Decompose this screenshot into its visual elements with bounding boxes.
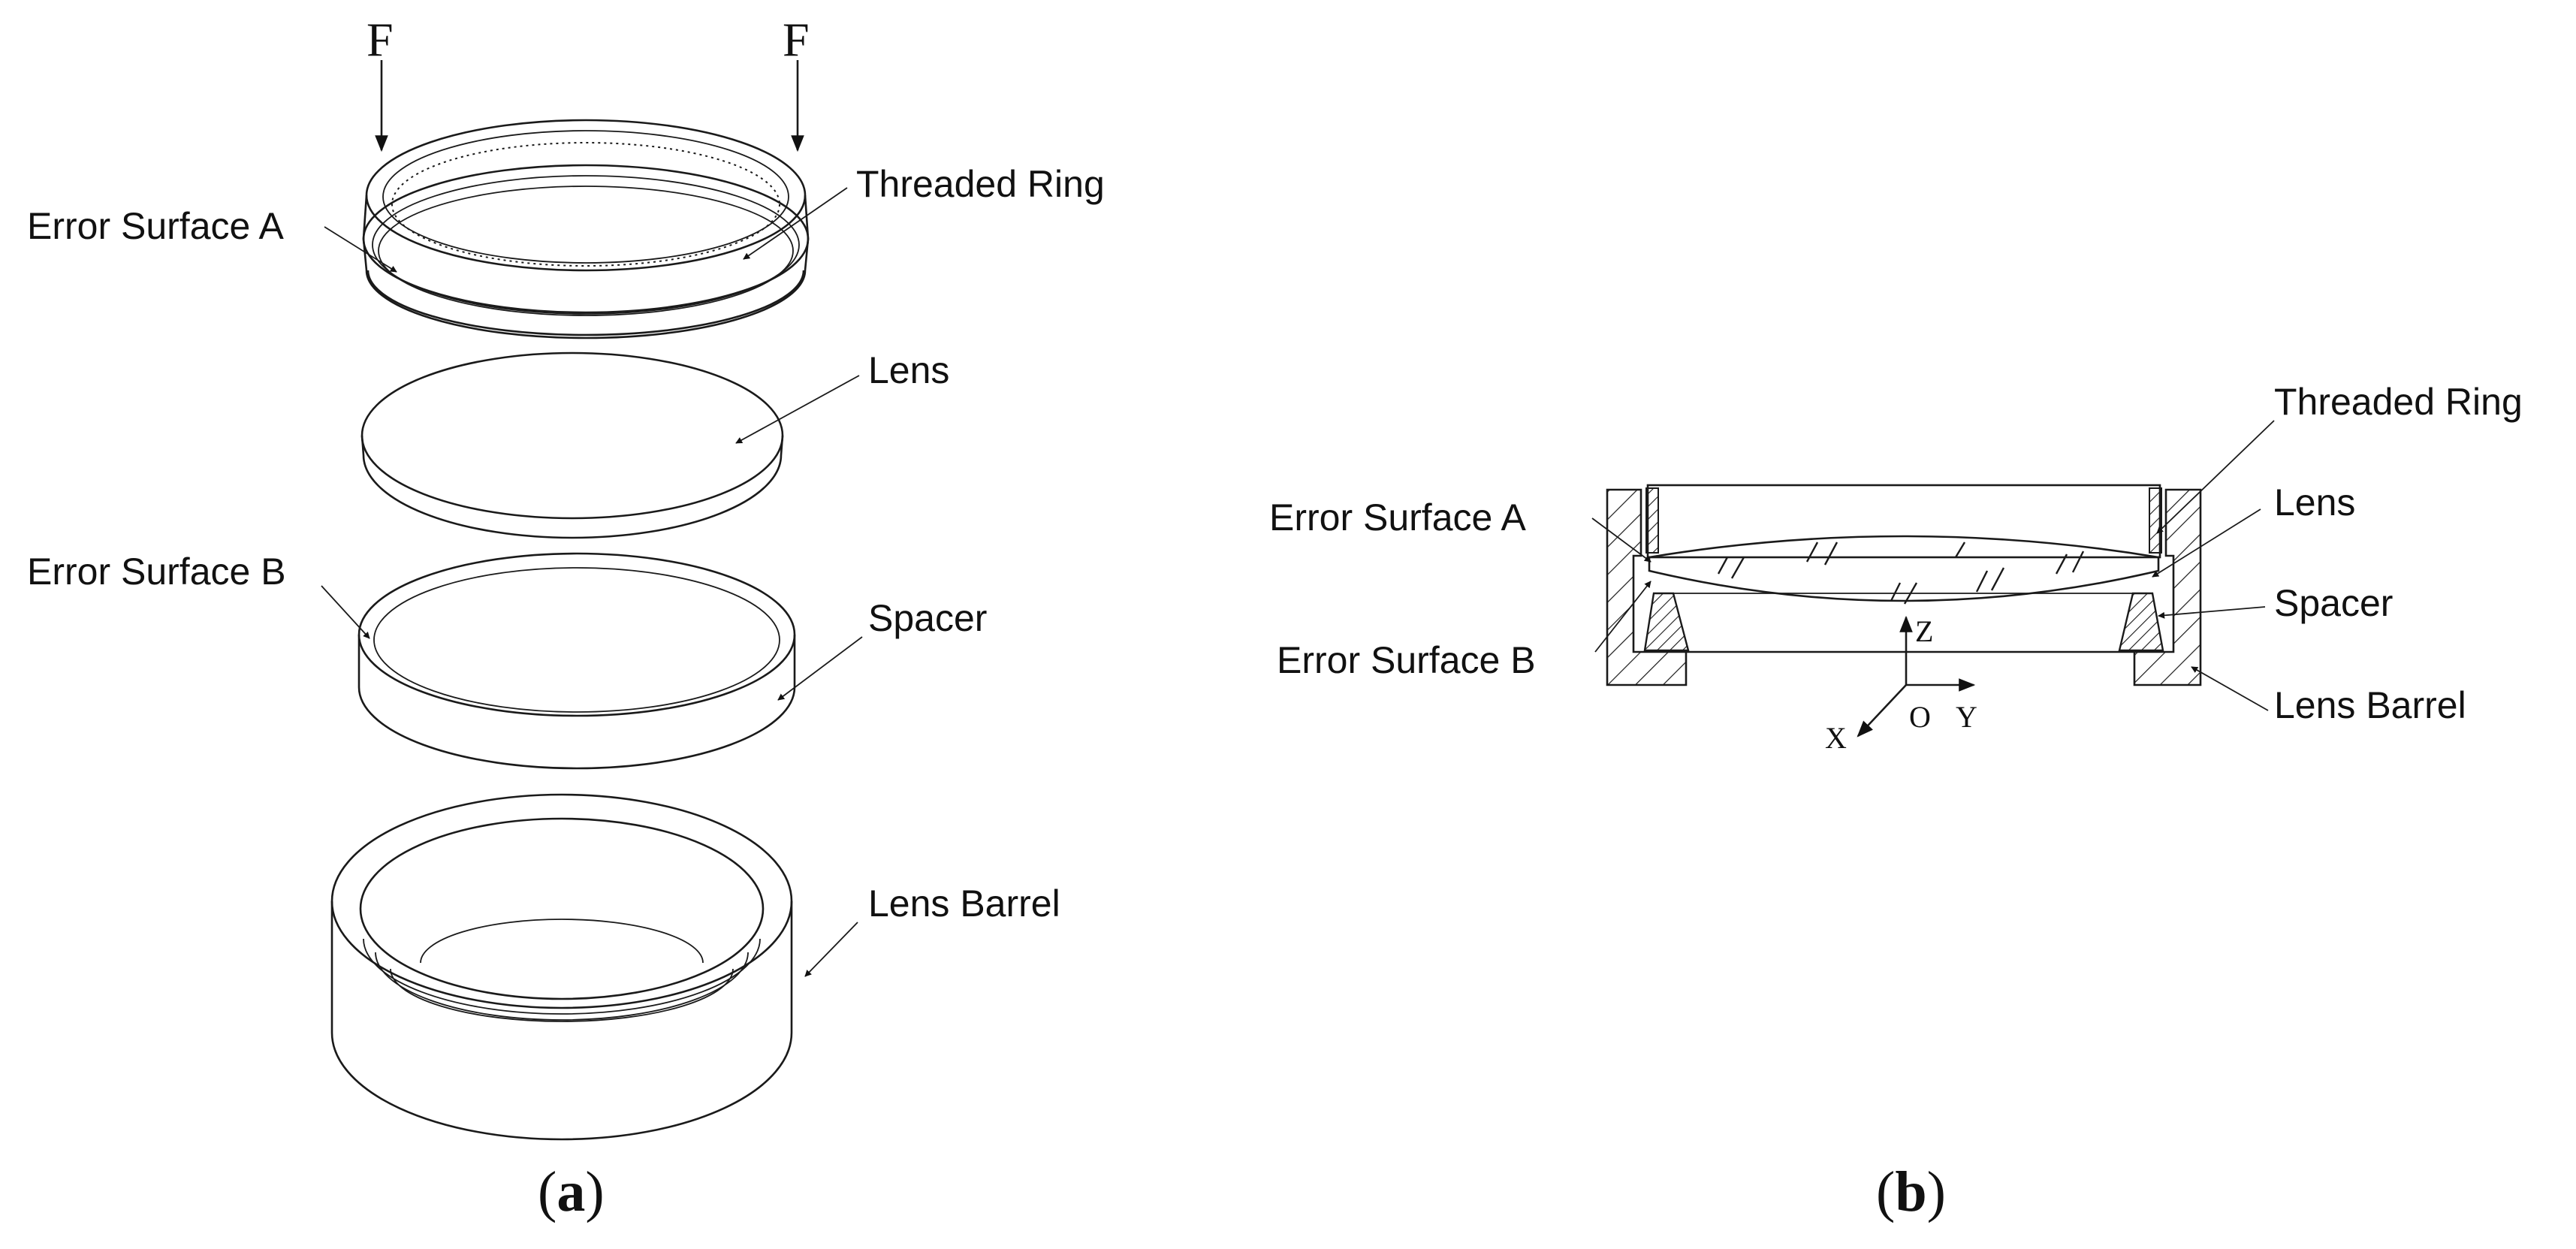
leader-b-error-surface-a (1591, 517, 1651, 563)
leader-lens (735, 375, 860, 444)
label-b-error-surface-a: Error Surface A (1269, 496, 1526, 539)
axis-x-label: X (1825, 721, 1847, 755)
label-b-lens: Lens (2274, 481, 2355, 523)
spacer-drawing (357, 552, 796, 770)
label-b-error-surface-b: Error Surface B (1277, 639, 1536, 681)
leader-b-lens-barrel (2191, 666, 2269, 711)
label-lens-barrel: Lens Barrel (868, 882, 1060, 925)
force-label-left: F (366, 13, 394, 66)
threaded-ring-right-edge (2149, 487, 2162, 554)
leader-b-threaded-ring (2156, 420, 2275, 534)
force-label-right: F (783, 13, 810, 66)
leader-error-surface-a (324, 226, 397, 273)
threaded-ring-left-edge (1645, 487, 1659, 554)
barrel-wall-left (1606, 488, 1688, 686)
leader-b-error-surface-b (1594, 581, 1651, 653)
axis-origin-label: O (1909, 700, 1931, 734)
threaded-ring-drawing (362, 119, 810, 339)
axis-y-label: Y (1956, 700, 1977, 734)
leader-threaded-ring (743, 187, 848, 260)
label-threaded-ring: Threaded Ring (856, 163, 1105, 205)
label-spacer: Spacer (868, 597, 987, 639)
label-b-lens-barrel: Lens Barrel (2274, 684, 2466, 726)
axis-z-label: Z (1915, 614, 1933, 648)
leader-spacer (777, 636, 863, 701)
axis-x (1857, 684, 1907, 738)
leader-b-lens (2152, 508, 2261, 578)
panel-b-cross-section: Z X O Y Threaded Ring Error Surface A Le… (1269, 381, 2523, 1223)
label-b-threaded-ring: Threaded Ring (2274, 381, 2523, 423)
lens-glass-hatch (1717, 542, 2085, 605)
label-error-surface-a: Error Surface A (27, 205, 284, 247)
spacer-right-section (2118, 592, 2164, 652)
caption-b: (b) (1876, 1160, 1946, 1223)
leader-b-spacer (2158, 606, 2266, 619)
panel-a-exploded-view: F F Error Surface A (27, 13, 1105, 1223)
label-b-spacer: Spacer (2274, 582, 2393, 624)
leader-error-surface-b (321, 585, 370, 639)
barrel-wall-right (2133, 488, 2202, 686)
lens-drawing (360, 351, 784, 539)
spacer-left-section (1643, 592, 1690, 652)
leader-lens-barrel (804, 922, 858, 977)
caption-a: (a) (538, 1160, 605, 1223)
lens-barrel-drawing (330, 793, 793, 1141)
label-error-surface-b: Error Surface B (27, 551, 286, 593)
label-lens: Lens (868, 349, 949, 391)
lens-section (1648, 535, 2160, 602)
